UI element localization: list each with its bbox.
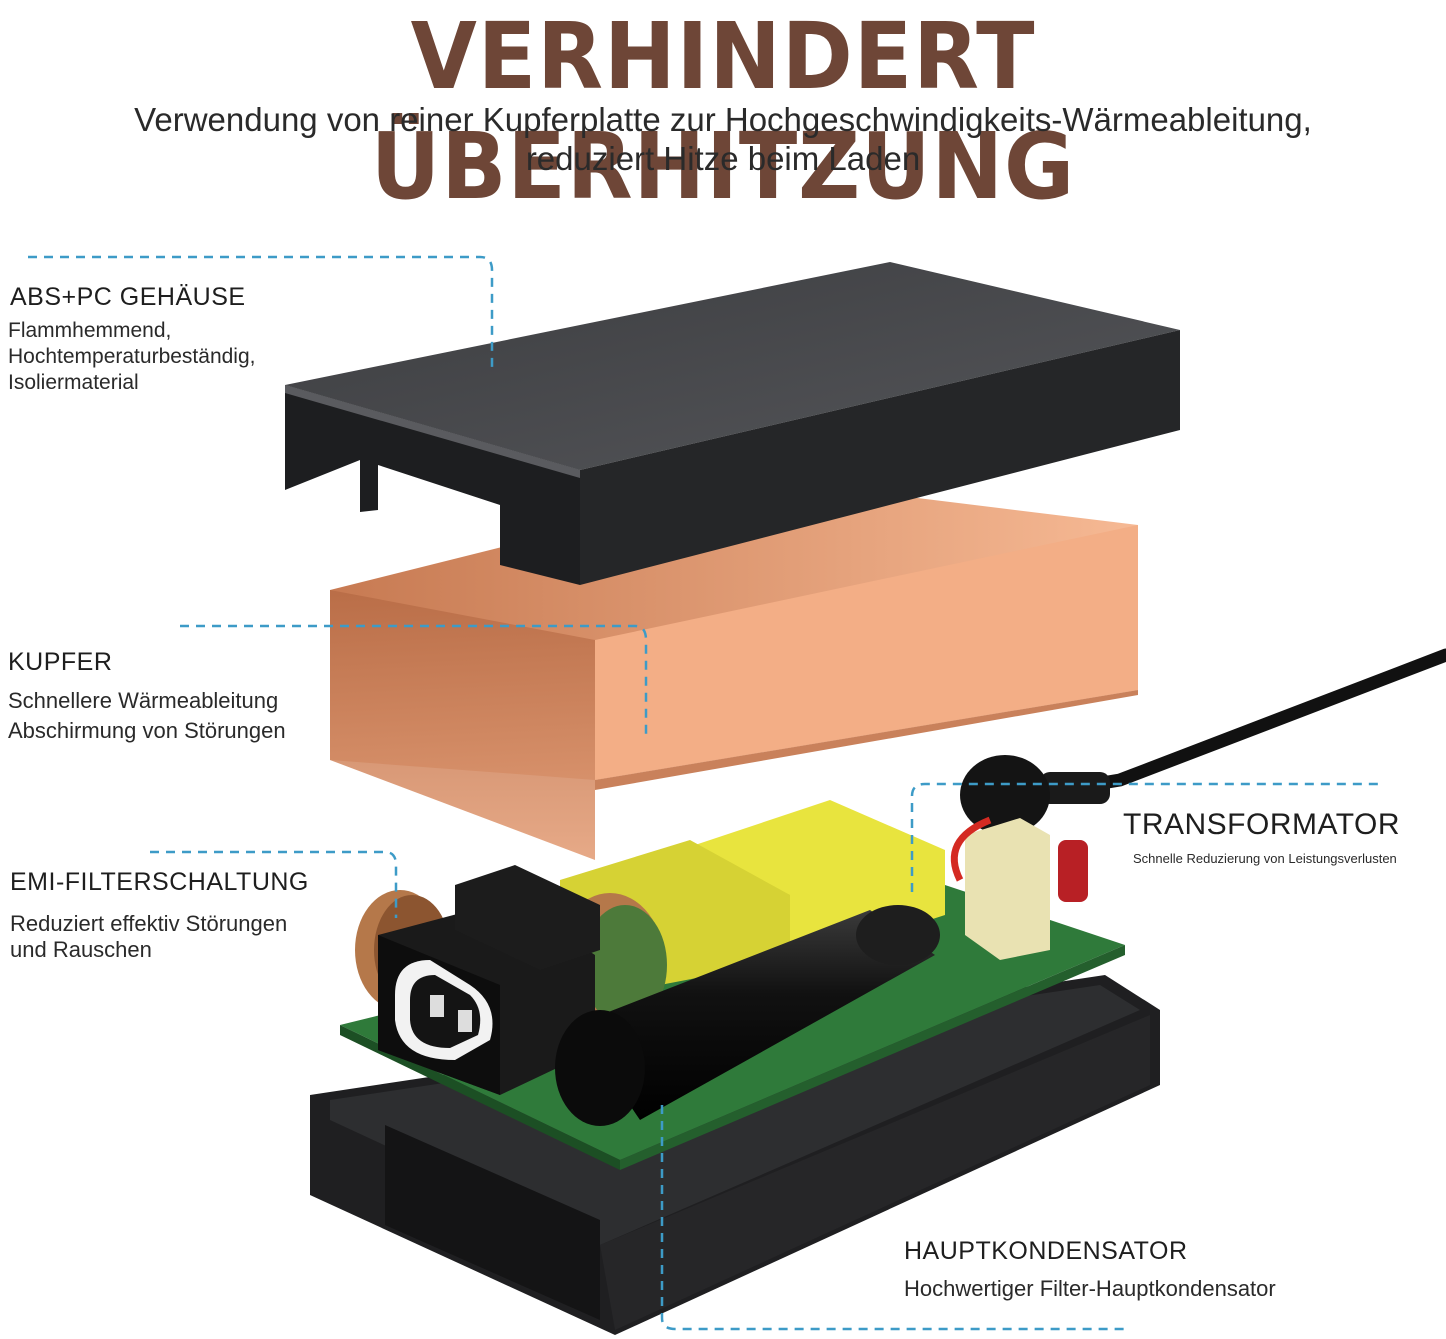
leader-transformer bbox=[910, 782, 1380, 892]
callout-capacitor-title: HAUPTKONDENSATOR bbox=[904, 1237, 1188, 1265]
page-subtitle: Verwendung von reiner Kupferplatte zur H… bbox=[0, 100, 1446, 178]
callout-transformer-title: TRANSFORMATOR bbox=[1123, 808, 1401, 841]
callout-copper-line: Schnellere Wärmeableitung bbox=[8, 688, 279, 713]
callout-housing-line: Hochtemperaturbeständig, bbox=[8, 345, 256, 368]
cable-grommet bbox=[960, 755, 1050, 835]
callout-capacitor-desc: Hochwertiger Filter-Hauptkondensator bbox=[904, 1276, 1276, 1302]
output-capacitor bbox=[1058, 840, 1088, 902]
callout-housing-title: ABS+PC GEHÄUSE bbox=[10, 283, 246, 311]
callout-copper-title: KUPFER bbox=[8, 648, 113, 676]
callout-copper-desc: Schnellere Wärmeableitung Abschirmung vo… bbox=[8, 686, 286, 746]
callout-transformer-desc: Schnelle Reduzierung von Leistungsverlus… bbox=[1133, 850, 1397, 868]
top-housing-lid bbox=[285, 262, 1180, 585]
callout-emi-line: Reduziert effektiv Störungen bbox=[10, 911, 288, 936]
subtitle-line-1: Verwendung von reiner Kupferplatte zur H… bbox=[134, 101, 1312, 138]
leader-copper bbox=[180, 624, 648, 736]
filter-block bbox=[455, 865, 600, 970]
leader-lines bbox=[28, 255, 1380, 1331]
leader-emi bbox=[150, 850, 398, 918]
subtitle-line-2: reduziert Hitze beim Laden bbox=[525, 140, 921, 177]
main-capacitor bbox=[555, 905, 940, 1126]
output-relay bbox=[965, 818, 1050, 960]
leader-capacitor bbox=[660, 1105, 1125, 1331]
callout-emi-line: und Rauschen bbox=[10, 937, 152, 962]
callout-housing-desc: Flammhemmend, Hochtemperaturbeständig, I… bbox=[8, 318, 255, 396]
leader-housing bbox=[28, 255, 494, 368]
page-title: VERHINDERT ÜBERHITZUNG bbox=[370, 3, 1076, 220]
callout-emi-desc: Reduziert effektiv Störungen und Rausche… bbox=[10, 911, 287, 963]
callout-copper-line: Abschirmung von Störungen bbox=[8, 718, 286, 743]
callout-capacitor-line: Hochwertiger Filter-Hauptkondensator bbox=[904, 1276, 1276, 1301]
cable-strain-relief bbox=[1040, 772, 1110, 804]
callout-housing-line: Isoliermaterial bbox=[8, 371, 139, 394]
callout-transformer-line: Schnelle Reduzierung von Leistungsverlus… bbox=[1133, 851, 1397, 866]
callout-emi-title: EMI-FILTERSCHALTUNG bbox=[10, 868, 309, 896]
output-wires bbox=[950, 816, 992, 882]
callout-housing-line: Flammhemmend, bbox=[8, 319, 172, 342]
